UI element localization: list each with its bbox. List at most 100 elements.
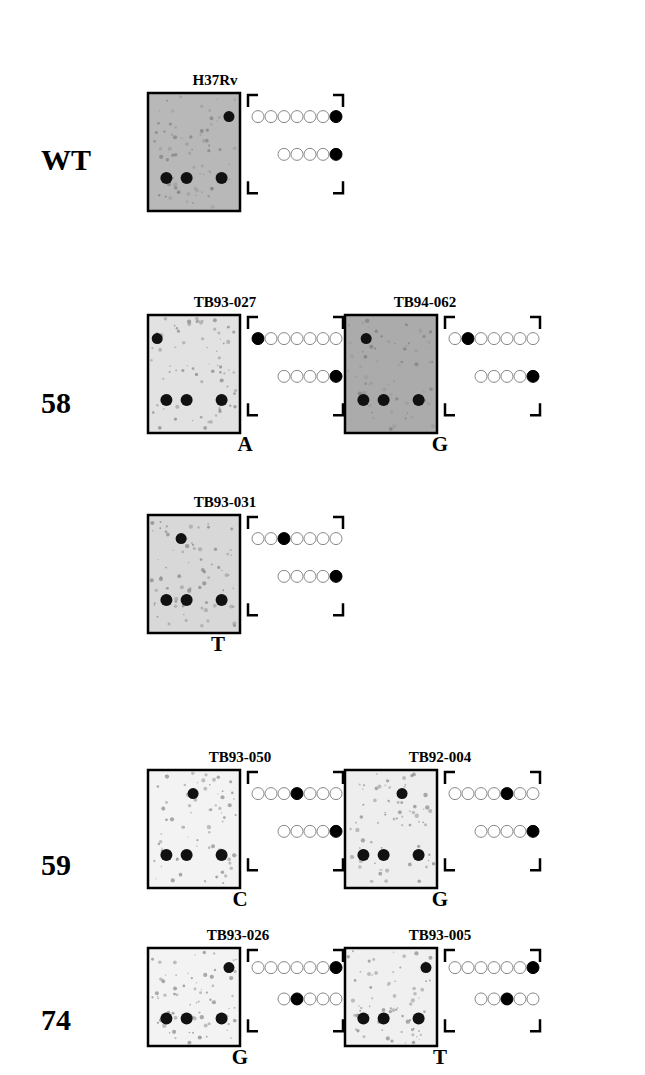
speckle (215, 804, 217, 806)
speckle (200, 624, 204, 628)
speckle (172, 1012, 175, 1015)
speckle (414, 362, 418, 366)
speckle (158, 559, 159, 560)
probe-circle (514, 962, 526, 974)
speckle (405, 1042, 406, 1043)
speckle (154, 602, 156, 604)
blot-dot (413, 849, 425, 861)
speckle (210, 116, 214, 120)
probe-circle (265, 333, 277, 345)
speckle (170, 817, 174, 821)
speckle (207, 825, 211, 829)
speckle (174, 186, 178, 190)
blot-dot (223, 111, 234, 122)
blot-dot (413, 1013, 425, 1025)
speckle (390, 410, 394, 414)
speckle (196, 845, 197, 846)
probe-circle (527, 993, 539, 1005)
probe-circle (514, 825, 526, 837)
probe-circle (304, 788, 316, 800)
speckle (359, 1010, 361, 1012)
bracket (248, 181, 258, 193)
probe-circle (278, 148, 290, 160)
row-label-holder: 59 (56, 865, 86, 897)
speckle (175, 993, 178, 996)
bracket (333, 95, 343, 107)
speckle (416, 1036, 417, 1037)
speckle (415, 814, 419, 818)
speckle (431, 361, 433, 363)
speckle (197, 526, 199, 528)
bracket (333, 517, 343, 529)
speckle (226, 340, 230, 344)
speckle (215, 414, 217, 416)
speckle (174, 1016, 178, 1020)
probe-circle (527, 788, 539, 800)
speckle (226, 553, 229, 556)
speckle (203, 174, 204, 175)
speckle (428, 854, 430, 856)
speckle (431, 424, 435, 428)
speckle (401, 1015, 404, 1018)
speckle (212, 778, 216, 782)
speckle (182, 341, 186, 345)
speckle (217, 365, 218, 366)
speckle (384, 879, 388, 883)
strain-name: H37Rv (193, 69, 238, 91)
blot-panel: TB93-050C (148, 746, 343, 910)
speckle (222, 589, 224, 591)
blot-square (148, 948, 240, 1046)
speckle (203, 973, 207, 977)
speckle (152, 411, 155, 414)
speckle (200, 1015, 204, 1019)
speckle (191, 977, 193, 979)
speckle (179, 873, 183, 877)
speckle (212, 984, 215, 987)
speckle (213, 952, 215, 954)
speckle (165, 567, 167, 569)
probe-circle (278, 962, 290, 974)
speckle (388, 384, 389, 385)
blot-panel: TB94-062G (345, 291, 540, 455)
speckle (211, 844, 215, 848)
speckle (222, 821, 224, 823)
speckle (185, 619, 188, 622)
speckle (228, 1008, 229, 1009)
speckle (232, 606, 235, 609)
speckle (200, 1037, 201, 1038)
probe-circle (304, 111, 316, 123)
speckle (192, 1032, 194, 1034)
probe-circle (462, 962, 474, 974)
speckle (202, 139, 206, 143)
probe-circle (488, 825, 500, 837)
speckle (208, 1022, 211, 1025)
speckle (204, 608, 208, 612)
speckle (227, 1023, 230, 1026)
probe-circle (278, 370, 290, 382)
speckle (161, 807, 165, 811)
speckle (426, 348, 427, 349)
probe-circle (278, 570, 290, 582)
speckle (373, 799, 377, 803)
speckle (374, 862, 376, 864)
speckle (371, 974, 373, 976)
speckle (190, 812, 192, 814)
speckle (165, 530, 168, 533)
probe-circle (291, 533, 303, 545)
blot-square (345, 948, 437, 1046)
speckle (225, 573, 229, 577)
speckle (165, 801, 168, 804)
speckle (215, 875, 218, 878)
blot-panel: TB92-004G (345, 746, 540, 910)
speckle (422, 822, 424, 824)
probe-circle (527, 333, 539, 345)
speckle (362, 788, 364, 790)
speckle (419, 1039, 420, 1040)
blot-dot (181, 172, 193, 184)
speckle (213, 328, 216, 331)
probe-circle (317, 825, 329, 837)
speckle (193, 1017, 197, 1021)
speckle (230, 1037, 232, 1039)
strain-name: TB93-031 (194, 491, 257, 513)
blot-dot (216, 394, 228, 406)
